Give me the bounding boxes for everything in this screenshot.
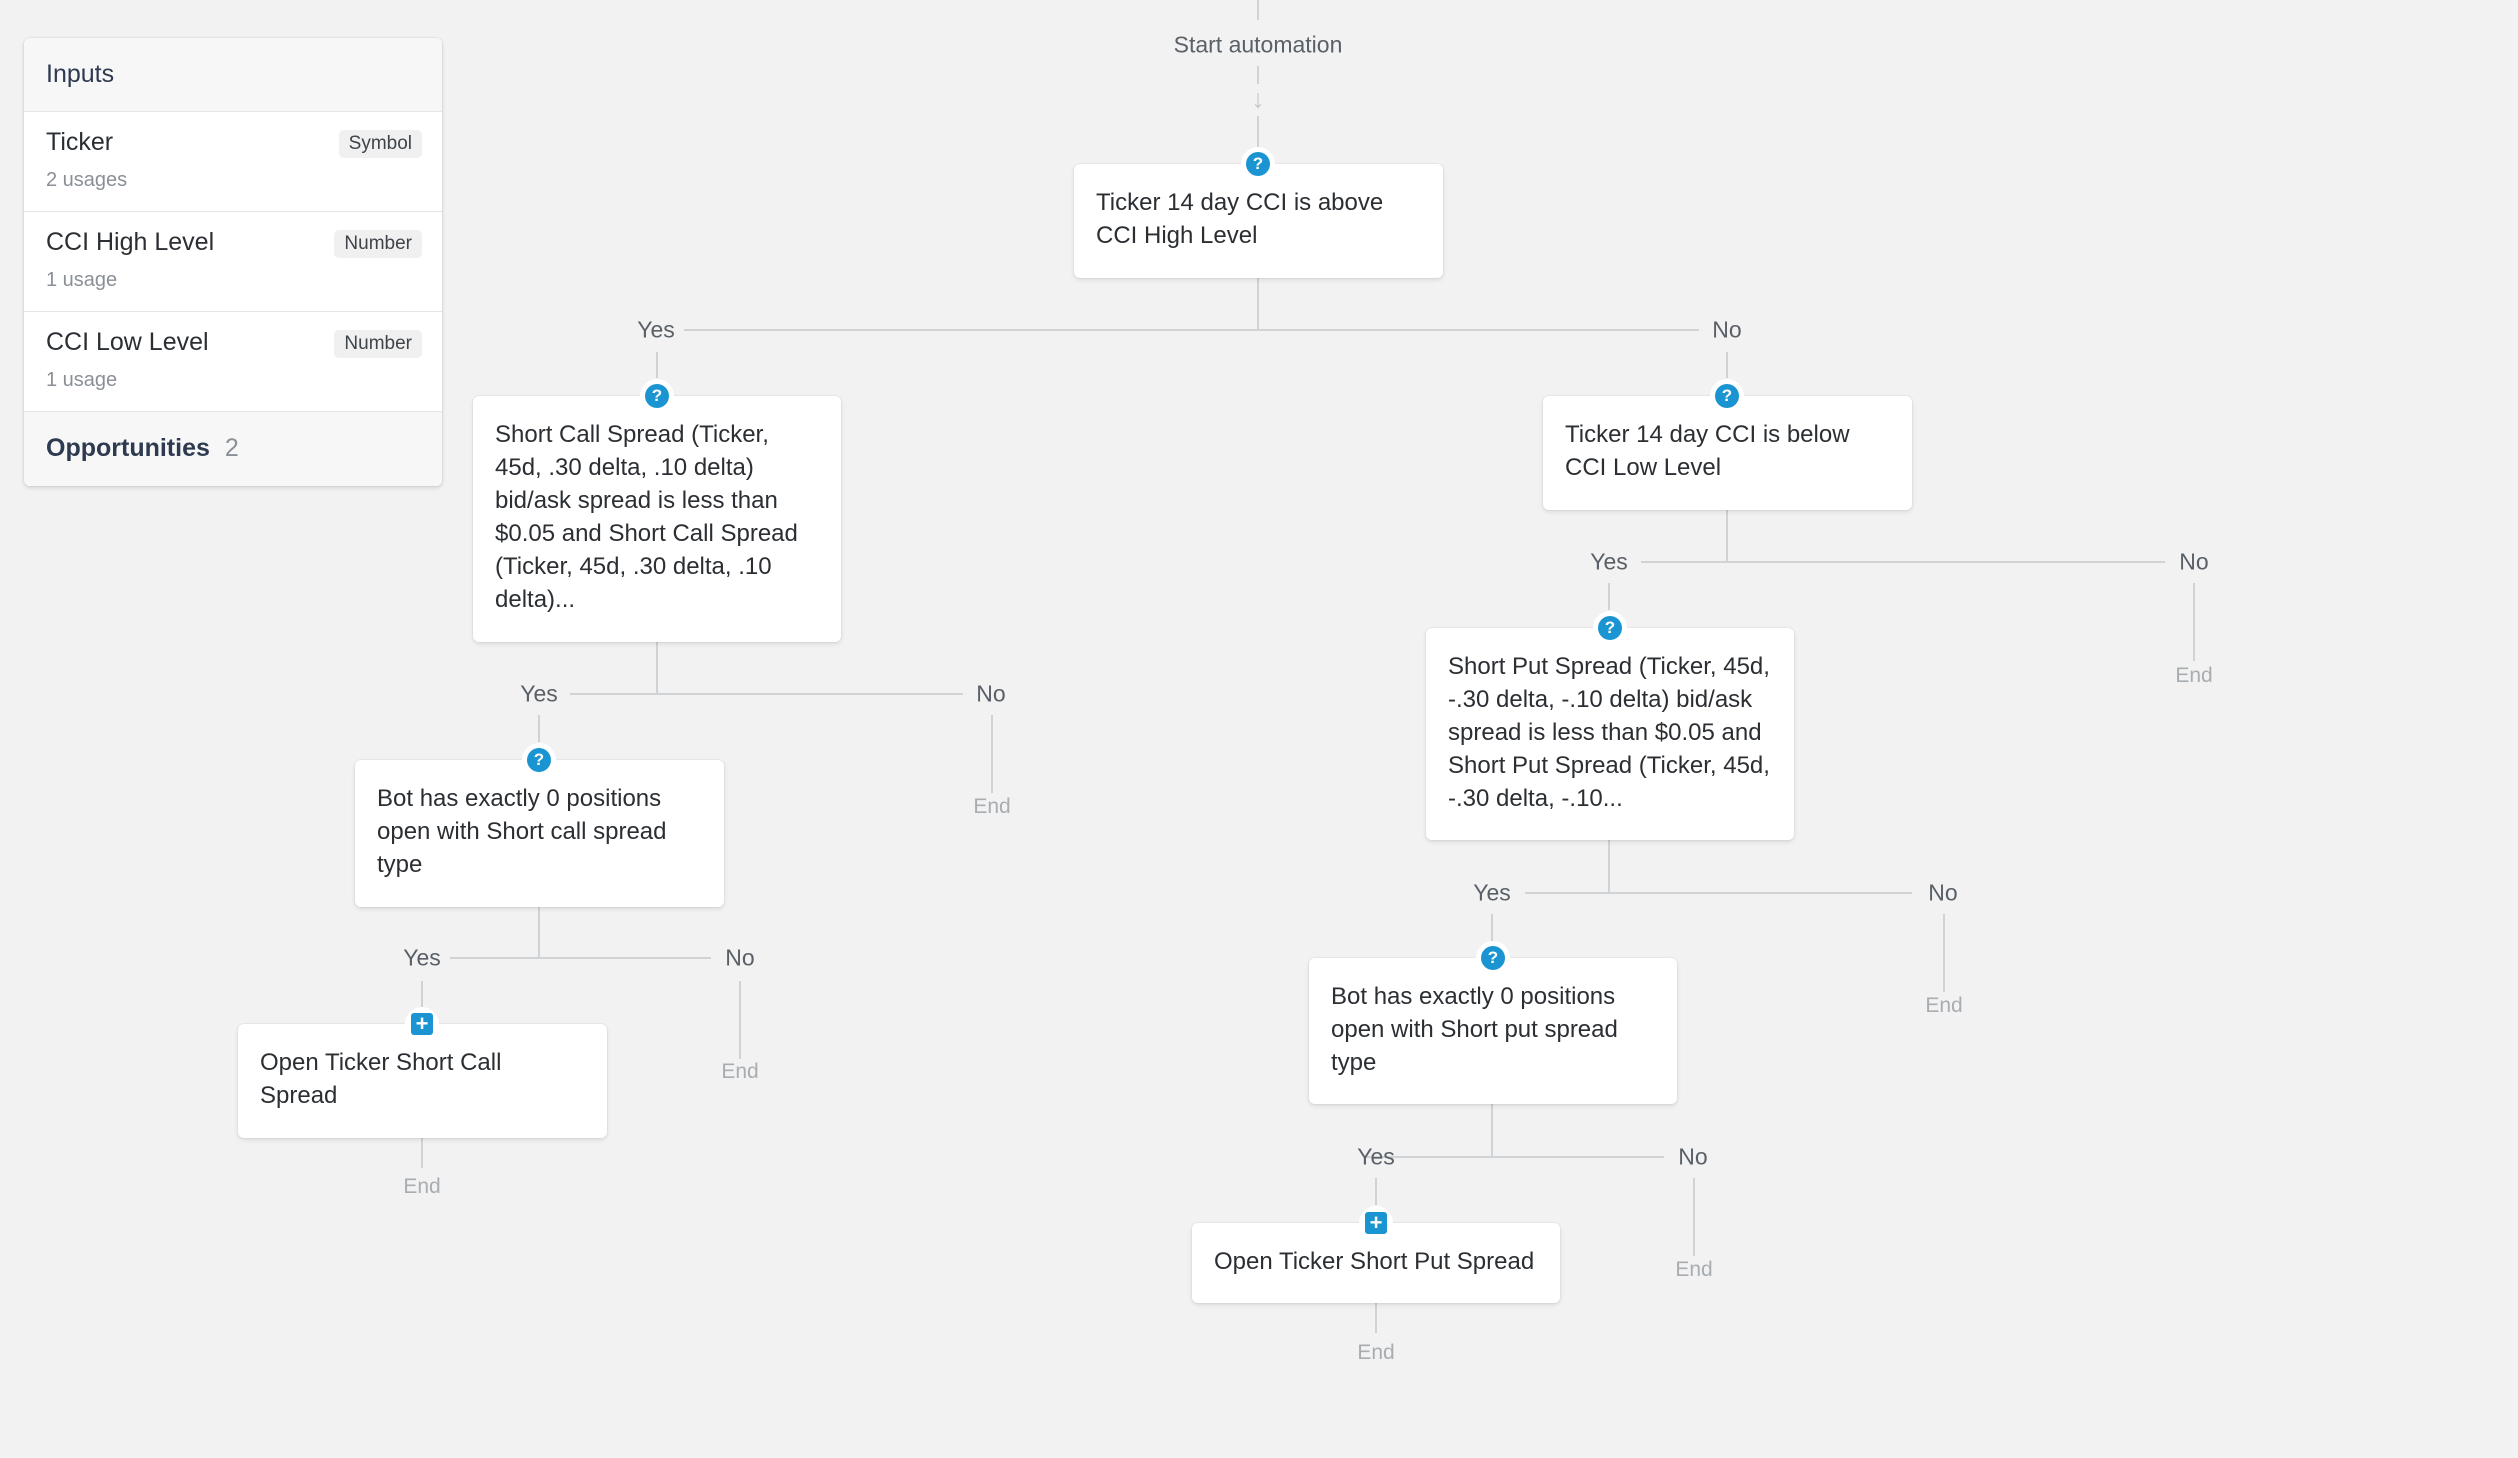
- end-label: End: [1925, 994, 1963, 1017]
- opportunities-count: 2: [224, 434, 239, 462]
- plus-icon[interactable]: +: [1359, 1206, 1393, 1240]
- condition-node-call-positions[interactable]: Bot has exactly 0 positions open with Sh…: [355, 760, 724, 907]
- connector: [1491, 914, 1493, 941]
- branch-yes-label: Yes: [1590, 548, 1628, 575]
- condition-node-short-call-spread[interactable]: Short Call Spread (Ticker, 45d, .30 delt…: [473, 396, 841, 642]
- inputs-panel-title: Inputs: [24, 38, 442, 112]
- branch-no-label: No: [2179, 548, 2209, 575]
- connector: [1257, 116, 1259, 164]
- condition-node-cci-above[interactable]: Ticker 14 day CCI is above CCI High Leve…: [1074, 164, 1443, 278]
- end-label: End: [1357, 1341, 1395, 1364]
- branch-no-label: No: [725, 944, 755, 971]
- branch-yes-label: Yes: [1473, 879, 1511, 906]
- connector: [684, 329, 1699, 331]
- question-icon[interactable]: ?: [640, 379, 674, 413]
- condition-node-cci-below[interactable]: Ticker 14 day CCI is below CCI Low Level: [1543, 396, 1912, 510]
- input-type-badge: Number: [334, 330, 422, 358]
- action-node-open-short-call-spread[interactable]: Open Ticker Short Call Spread: [238, 1024, 607, 1138]
- input-item-cci-low-level[interactable]: CCI Low Level 1 usage Number: [24, 312, 442, 412]
- input-item-ticker[interactable]: Ticker 2 usages Symbol: [24, 112, 442, 212]
- question-icon[interactable]: ?: [1710, 379, 1744, 413]
- connector: [1375, 1178, 1377, 1205]
- end-label: End: [1675, 1258, 1713, 1281]
- connector: [538, 715, 540, 742]
- connector: [538, 907, 540, 959]
- node-text: Short Put Spread (Ticker, 45d, -.30 delt…: [1448, 653, 1770, 812]
- plus-icon[interactable]: +: [405, 1007, 439, 1041]
- node-text: Open Ticker Short Call Spread: [260, 1049, 502, 1109]
- connector: [1525, 892, 1912, 894]
- connector: [1364, 1156, 1664, 1158]
- branch-no-label: No: [1928, 879, 1958, 906]
- branch-no-label: No: [976, 680, 1006, 707]
- connector: [1943, 914, 1945, 992]
- connector: [1257, 278, 1259, 331]
- node-text: Ticker 14 day CCI is above CCI High Leve…: [1096, 189, 1384, 249]
- connector: [1608, 583, 1610, 610]
- down-arrow-icon: ↓: [1251, 83, 1265, 114]
- inputs-panel: Inputs Ticker 2 usages Symbol CCI High L…: [24, 38, 442, 486]
- connector: [1375, 1303, 1377, 1333]
- branch-no-label: No: [1712, 316, 1742, 343]
- branch-yes-label: Yes: [403, 944, 441, 971]
- input-name: CCI High Level: [46, 228, 215, 256]
- connector: [570, 693, 963, 695]
- connector: [739, 981, 741, 1059]
- end-label: End: [973, 795, 1011, 818]
- node-text: Open Ticker Short Put Spread: [1214, 1248, 1535, 1275]
- connector: [1257, 0, 1259, 20]
- branch-no-label: No: [1678, 1143, 1708, 1170]
- condition-node-short-put-spread[interactable]: Short Put Spread (Ticker, 45d, -.30 delt…: [1426, 628, 1794, 840]
- opportunities-label: Opportunities: [46, 434, 210, 462]
- branch-yes-label: Yes: [1357, 1143, 1395, 1170]
- connector: [450, 957, 711, 959]
- connector: [1693, 1178, 1695, 1256]
- input-name: CCI Low Level: [46, 328, 209, 356]
- input-name: Ticker: [46, 128, 114, 156]
- input-usage-count: 2 usages: [46, 169, 128, 191]
- connector: [1726, 510, 1728, 563]
- connector: [1491, 1104, 1493, 1158]
- connector: [1608, 840, 1610, 894]
- condition-node-put-positions[interactable]: Bot has exactly 0 positions open with Sh…: [1309, 958, 1677, 1104]
- connector: [1726, 352, 1728, 378]
- end-label: End: [721, 1060, 759, 1083]
- node-text: Bot has exactly 0 positions open with Sh…: [377, 785, 667, 878]
- connector: [656, 352, 658, 378]
- input-usage-count: 1 usage: [46, 269, 118, 291]
- node-text: Ticker 14 day CCI is below CCI Low Level: [1565, 421, 1850, 481]
- question-icon[interactable]: ?: [522, 743, 556, 777]
- end-label: End: [403, 1175, 441, 1198]
- branch-yes-label: Yes: [520, 680, 558, 707]
- connector: [1641, 561, 2165, 563]
- question-icon[interactable]: ?: [1241, 147, 1275, 181]
- node-text: Short Call Spread (Ticker, 45d, .30 delt…: [495, 421, 798, 613]
- connector: [421, 1138, 423, 1168]
- connector: [991, 715, 993, 793]
- branch-yes-label: Yes: [637, 316, 675, 343]
- connector: [1257, 66, 1259, 84]
- opportunities-row[interactable]: Opportunities 2: [24, 412, 442, 486]
- end-label: End: [2175, 664, 2213, 687]
- connector: [656, 642, 658, 695]
- question-icon[interactable]: ?: [1476, 941, 1510, 975]
- connector: [421, 981, 423, 1007]
- connector: [2193, 583, 2195, 661]
- node-text: Bot has exactly 0 positions open with Sh…: [1331, 983, 1618, 1076]
- question-icon[interactable]: ?: [1593, 611, 1627, 645]
- input-item-cci-high-level[interactable]: CCI High Level 1 usage Number: [24, 212, 442, 312]
- start-automation-label: Start automation: [1173, 31, 1343, 58]
- input-usage-count: 1 usage: [46, 369, 118, 391]
- input-type-badge: Symbol: [338, 130, 422, 158]
- input-type-badge: Number: [334, 230, 422, 258]
